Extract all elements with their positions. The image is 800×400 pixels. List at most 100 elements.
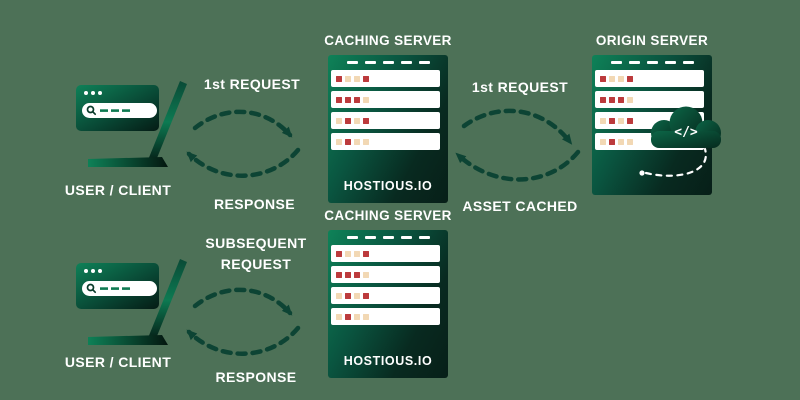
cream-status-square [600,117,606,124]
cream-status-square [354,292,360,299]
red-status-square [354,96,360,103]
server-file-row [331,287,440,304]
red-status-square [336,271,342,278]
request-arrow [461,108,573,145]
red-status-square [609,96,615,103]
cream-status-square [336,313,342,320]
red-status-square [345,271,351,278]
asset-cached-label: ASSET CACHED [462,198,578,214]
server-file-row [331,91,440,108]
red-status-square [600,75,606,82]
search-icon [86,105,97,116]
cream-status-square [627,138,633,145]
origin-server-title: ORIGIN SERVER [595,33,709,48]
red-status-square [627,117,633,124]
response-label-top: RESPONSE [214,196,295,212]
cream-status-square [363,313,369,320]
red-status-square [345,292,351,299]
caching-server-title-top: CACHING SERVER [324,33,452,48]
user-client-label-bottom: USER / CLIENT [64,354,172,370]
request-response-arrows-top-left [186,109,301,178]
cream-status-square [345,250,351,257]
red-status-square [345,96,351,103]
first-request-label: 1st REQUEST [203,76,301,92]
red-status-square [345,138,351,145]
hostious-brand: HOSTIOUS.IO [343,354,433,368]
search-bar [82,103,157,118]
red-status-square [363,292,369,299]
cream-status-square [336,292,342,299]
red-status-square [345,117,351,124]
user-client-label-top: USER / CLIENT [64,182,172,198]
cream-status-square [354,75,360,82]
server-file-row [331,308,440,325]
cream-status-square [345,75,351,82]
server-file-row [331,245,440,262]
cream-status-square [363,271,369,278]
server-vent-dashes [328,230,448,239]
code-glyph: </> [674,125,698,140]
cream-status-square [618,75,624,82]
red-status-square [618,96,624,103]
window-dots [84,91,102,95]
red-status-square [336,250,342,257]
cream-status-square [354,250,360,257]
laptop-screen-edge [148,259,187,341]
caching-server-panel-top: HOSTIOUS.IO [328,55,448,203]
cream-status-square [363,138,369,145]
red-status-square [363,250,369,257]
hostious-brand: HOSTIOUS.IO [343,179,433,193]
red-status-square [627,75,633,82]
cream-status-square [354,138,360,145]
user-client-laptop-icon-bottom [76,259,187,345]
server-vent-dashes [328,55,448,64]
asset-cached-arrow [455,149,581,182]
user-client-laptop-icon-top [76,81,187,167]
caching-server-title-bottom: CACHING SERVER [324,208,452,223]
server-file-row [595,70,704,87]
red-status-square [609,117,615,124]
laptop-base [88,335,168,345]
cream-status-square [354,117,360,124]
response-arrow [186,325,301,356]
server-file-row [331,112,440,129]
cream-status-square [609,75,615,82]
first-request-label-origin: 1st REQUEST [471,79,569,95]
response-arrow [186,147,301,178]
server-file-row [595,91,704,108]
server-file-row [331,266,440,283]
cream-status-square [618,117,624,124]
cloud-code-icon: </> [651,106,721,148]
cream-status-square [336,117,342,124]
red-status-square [363,117,369,124]
response-label-bottom: RESPONSE [215,369,297,385]
cream-status-square [354,313,360,320]
server-file-row [331,70,440,87]
cream-status-square [363,96,369,103]
cream-status-square [618,138,624,145]
red-status-square [363,75,369,82]
laptop-base [88,157,168,167]
red-status-square [345,313,351,320]
red-status-square [609,138,615,145]
typed-text-dashes [100,287,130,290]
cream-status-square [627,96,633,103]
typed-text-dashes [100,109,130,112]
cream-status-square [336,138,342,145]
laptop-screen-edge [148,81,187,163]
request-arrow [192,109,293,138]
caching-server-panel-bottom: HOSTIOUS.IO [328,230,448,378]
red-status-square [354,271,360,278]
window-dots [84,269,102,273]
red-status-square [600,96,606,103]
request-response-arrows-bottom [186,287,301,356]
red-status-square [336,75,342,82]
server-vent-dashes [592,55,712,64]
subsequent-request-label: SUBSEQUENT REQUEST [205,235,307,272]
cloud-callout-arrow [639,147,707,177]
search-bar [82,281,157,296]
server-file-row [331,133,440,150]
red-status-square [336,96,342,103]
search-icon [86,283,97,294]
